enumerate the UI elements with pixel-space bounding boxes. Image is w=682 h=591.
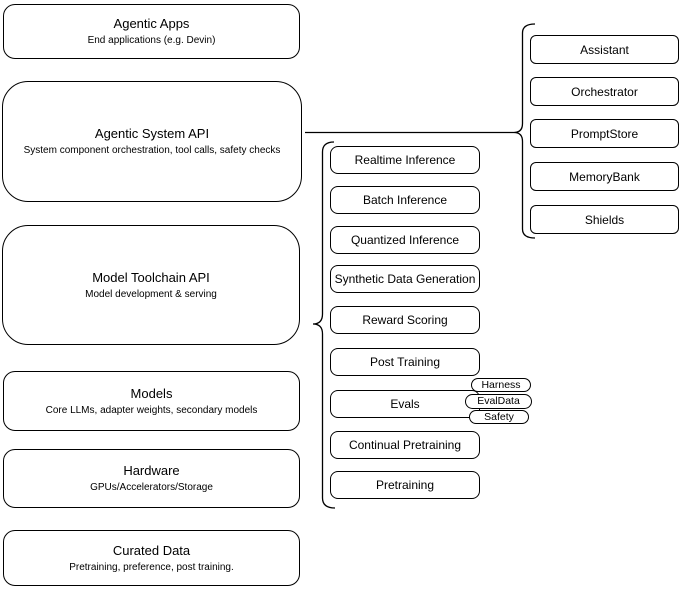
node-model-toolchain-api: Model Toolchain API Model development & … — [2, 225, 300, 345]
node-shields: Shields — [530, 205, 679, 234]
node-quantized-inference: Quantized Inference — [330, 226, 480, 254]
node-evals: Evals — [330, 390, 480, 418]
node-title: Curated Data — [112, 542, 191, 558]
node-subtitle: GPUs/Accelerators/Storage — [90, 482, 213, 493]
node-assistant: Assistant — [530, 35, 679, 64]
node-agentic-apps: Agentic Apps End applications (e.g. Devi… — [3, 4, 300, 59]
node-continual-pretraining: Continual Pretraining — [330, 431, 480, 459]
node-models: Models Core LLMs, adapter weights, secon… — [3, 371, 300, 431]
node-pretraining: Pretraining — [330, 471, 480, 499]
node-title: Agentic Apps — [113, 16, 190, 31]
node-agentic-system-api: Agentic System API System component orch… — [2, 81, 302, 202]
node-title: Hardware — [123, 463, 180, 478]
node-subtitle: Core LLMs, adapter weights, secondary mo… — [45, 404, 258, 416]
node-subtitle: System component orchestration, tool cal… — [23, 145, 281, 156]
tag-evaldata: EvalData — [465, 394, 532, 409]
node-batch-inference: Batch Inference — [330, 186, 480, 214]
node-subtitle: Pretraining, preference, post training. — [69, 561, 234, 573]
node-title: Agentic System API — [94, 126, 210, 141]
node-title: Models — [130, 385, 173, 401]
node-hardware: Hardware GPUs/Accelerators/Storage — [3, 449, 300, 508]
node-orchestrator: Orchestrator — [530, 77, 679, 106]
node-synthetic-data-generation: Synthetic Data Generation — [330, 265, 480, 293]
node-subtitle: End applications (e.g. Devin) — [87, 35, 216, 46]
node-reward-scoring: Reward Scoring — [330, 306, 480, 334]
node-subtitle: Model development & serving — [85, 288, 217, 300]
node-title: Model Toolchain API — [92, 269, 210, 285]
node-post-training: Post Training — [330, 348, 480, 376]
tag-safety: Safety — [469, 410, 529, 424]
tag-harness: Harness — [471, 378, 531, 392]
node-promptstore: PromptStore — [530, 119, 679, 148]
node-curated-data: Curated Data Pretraining, preference, po… — [3, 530, 300, 586]
node-realtime-inference: Realtime Inference — [330, 146, 480, 174]
node-memorybank: MemoryBank — [530, 162, 679, 191]
